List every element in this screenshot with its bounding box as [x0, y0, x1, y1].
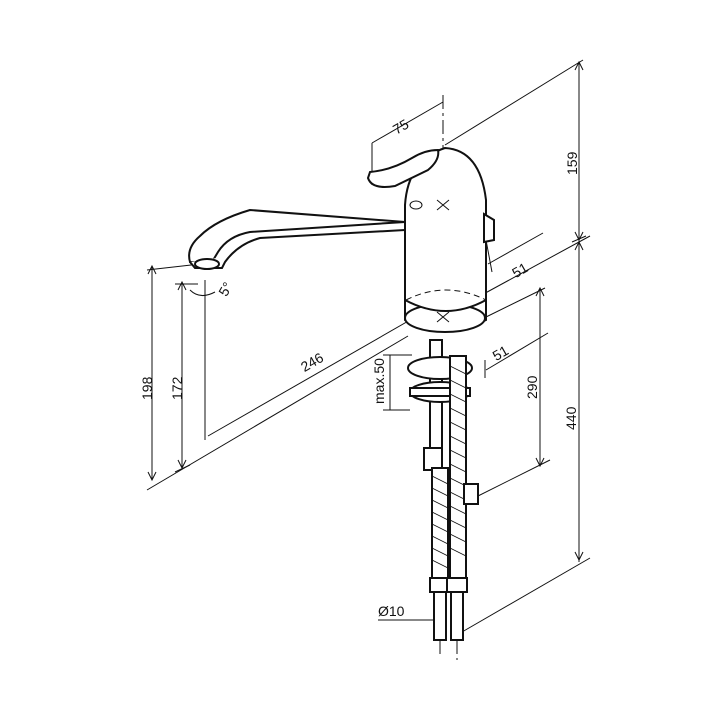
dimension-arrows — [147, 60, 584, 562]
dim-51-top: 51 — [509, 259, 531, 281]
dimension-labels: 75 159 51 5° 246 51 max.50 198 172 290 4… — [139, 116, 580, 619]
dim-5deg: 5° — [215, 279, 236, 299]
dim-172: 172 — [169, 376, 185, 400]
dim-75: 75 — [390, 116, 412, 138]
dimension-lines — [146, 59, 591, 633]
mounting-assembly — [407, 339, 479, 660]
dim-440: 440 — [563, 406, 579, 430]
faucet-spout — [188, 208, 406, 270]
faucet-body — [366, 146, 495, 333]
dim-diameter-10: Ø10 — [378, 603, 405, 619]
dim-290: 290 — [524, 375, 540, 399]
dim-159: 159 — [564, 151, 580, 175]
dim-198: 198 — [139, 376, 155, 400]
dim-51-bottom: 51 — [490, 342, 512, 364]
angle-arc — [189, 289, 216, 296]
dim-max50: max.50 — [371, 358, 387, 404]
